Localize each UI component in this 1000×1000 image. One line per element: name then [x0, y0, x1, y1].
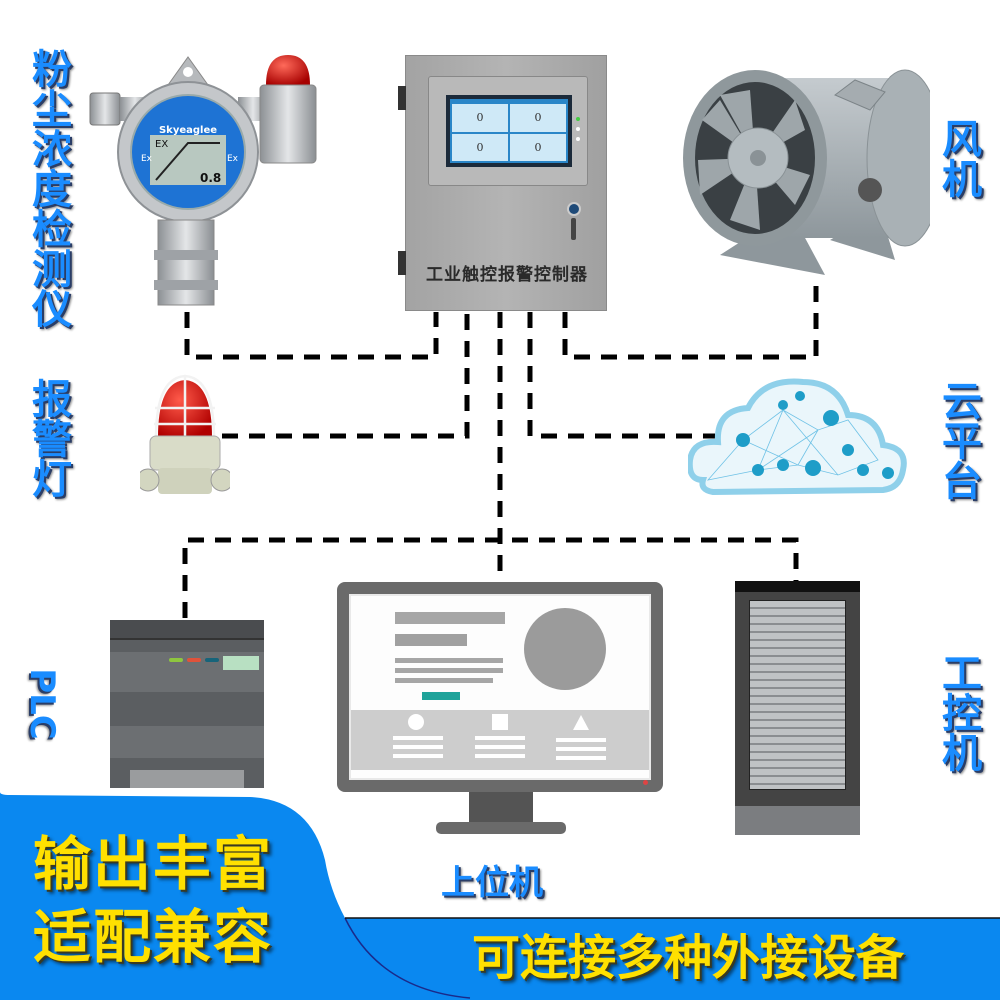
alarm-light-icon: [140, 374, 230, 494]
plc-label: PLC: [22, 668, 62, 740]
controller-hinge-top: [398, 86, 406, 110]
industrial-pc-rack: [735, 581, 860, 835]
slogan-line-2: 适配兼容: [33, 903, 274, 971]
alarm-light: [140, 372, 230, 500]
screen-cell-1: 0: [452, 104, 508, 132]
cloud-icon: [688, 378, 907, 496]
controller-label: 工业触控报警控制器: [426, 265, 588, 285]
status-led: [576, 127, 580, 131]
monitor-screen: [349, 594, 651, 780]
controller-hinge-bottom: [398, 251, 406, 275]
dust-detector: Skyeaglee EX 0.8 Ex Ex: [88, 55, 318, 310]
connector-fan: [562, 282, 819, 360]
monitor-stand: [469, 792, 533, 824]
dust-detector-label: 粉尘浓度检测仪: [25, 48, 71, 328]
status-led: [576, 117, 580, 121]
fan-label: 风机: [935, 118, 981, 198]
cloud-platform-label: 云平台: [935, 380, 981, 500]
key-lock-icon[interactable]: [567, 202, 581, 216]
svg-text:Ex: Ex: [227, 154, 239, 164]
alarm-light-label: 报警灯: [25, 378, 71, 498]
slogan-line-1: 输出丰富: [33, 830, 274, 898]
plc-device: [110, 620, 264, 788]
monitor-circle-graphic: [524, 608, 606, 690]
monitor-button-graphic: [422, 692, 460, 700]
slogan-bottom: 可连接多种外接设备: [472, 930, 905, 986]
plc-led-red: [187, 658, 201, 662]
screen-cell-4: 0: [510, 133, 566, 161]
connector-alarm-light: [222, 312, 470, 439]
svg-text:0.8: 0.8: [200, 171, 221, 185]
monitor-base: [436, 822, 566, 834]
detector-brand: Skyeaglee: [159, 125, 217, 136]
svg-text:Ex: Ex: [141, 154, 153, 164]
key-icon: [571, 218, 576, 240]
connector-bus: [182, 537, 799, 618]
connector-cloud: [527, 312, 715, 439]
connector-detector: [184, 312, 439, 360]
plc-led-green: [169, 658, 183, 662]
plc-led-teal: [205, 658, 219, 662]
power-led: [643, 780, 648, 785]
controller-screen-bezel: 0 0 0 0: [428, 76, 588, 186]
plc-display: [223, 656, 259, 670]
axial-fan: [680, 60, 930, 285]
alarm-controller: 0 0 0 0 工业触控报警控制器: [398, 55, 607, 311]
svg-text:EX: EX: [155, 139, 168, 150]
screen-cell-2: 0: [510, 104, 566, 132]
status-led: [576, 137, 580, 141]
screen-cell-3: 0: [452, 133, 508, 161]
dust-detector-icon: Skyeaglee EX 0.8 Ex Ex: [89, 55, 317, 306]
fan-icon: [683, 69, 930, 275]
host-pc-monitor: [337, 582, 663, 792]
ipc-label: 工控机: [935, 652, 981, 772]
cloud-platform: [688, 370, 910, 502]
controller-touchscreen[interactable]: 0 0 0 0: [446, 95, 572, 167]
host-pc-label: 上位机: [441, 863, 543, 903]
